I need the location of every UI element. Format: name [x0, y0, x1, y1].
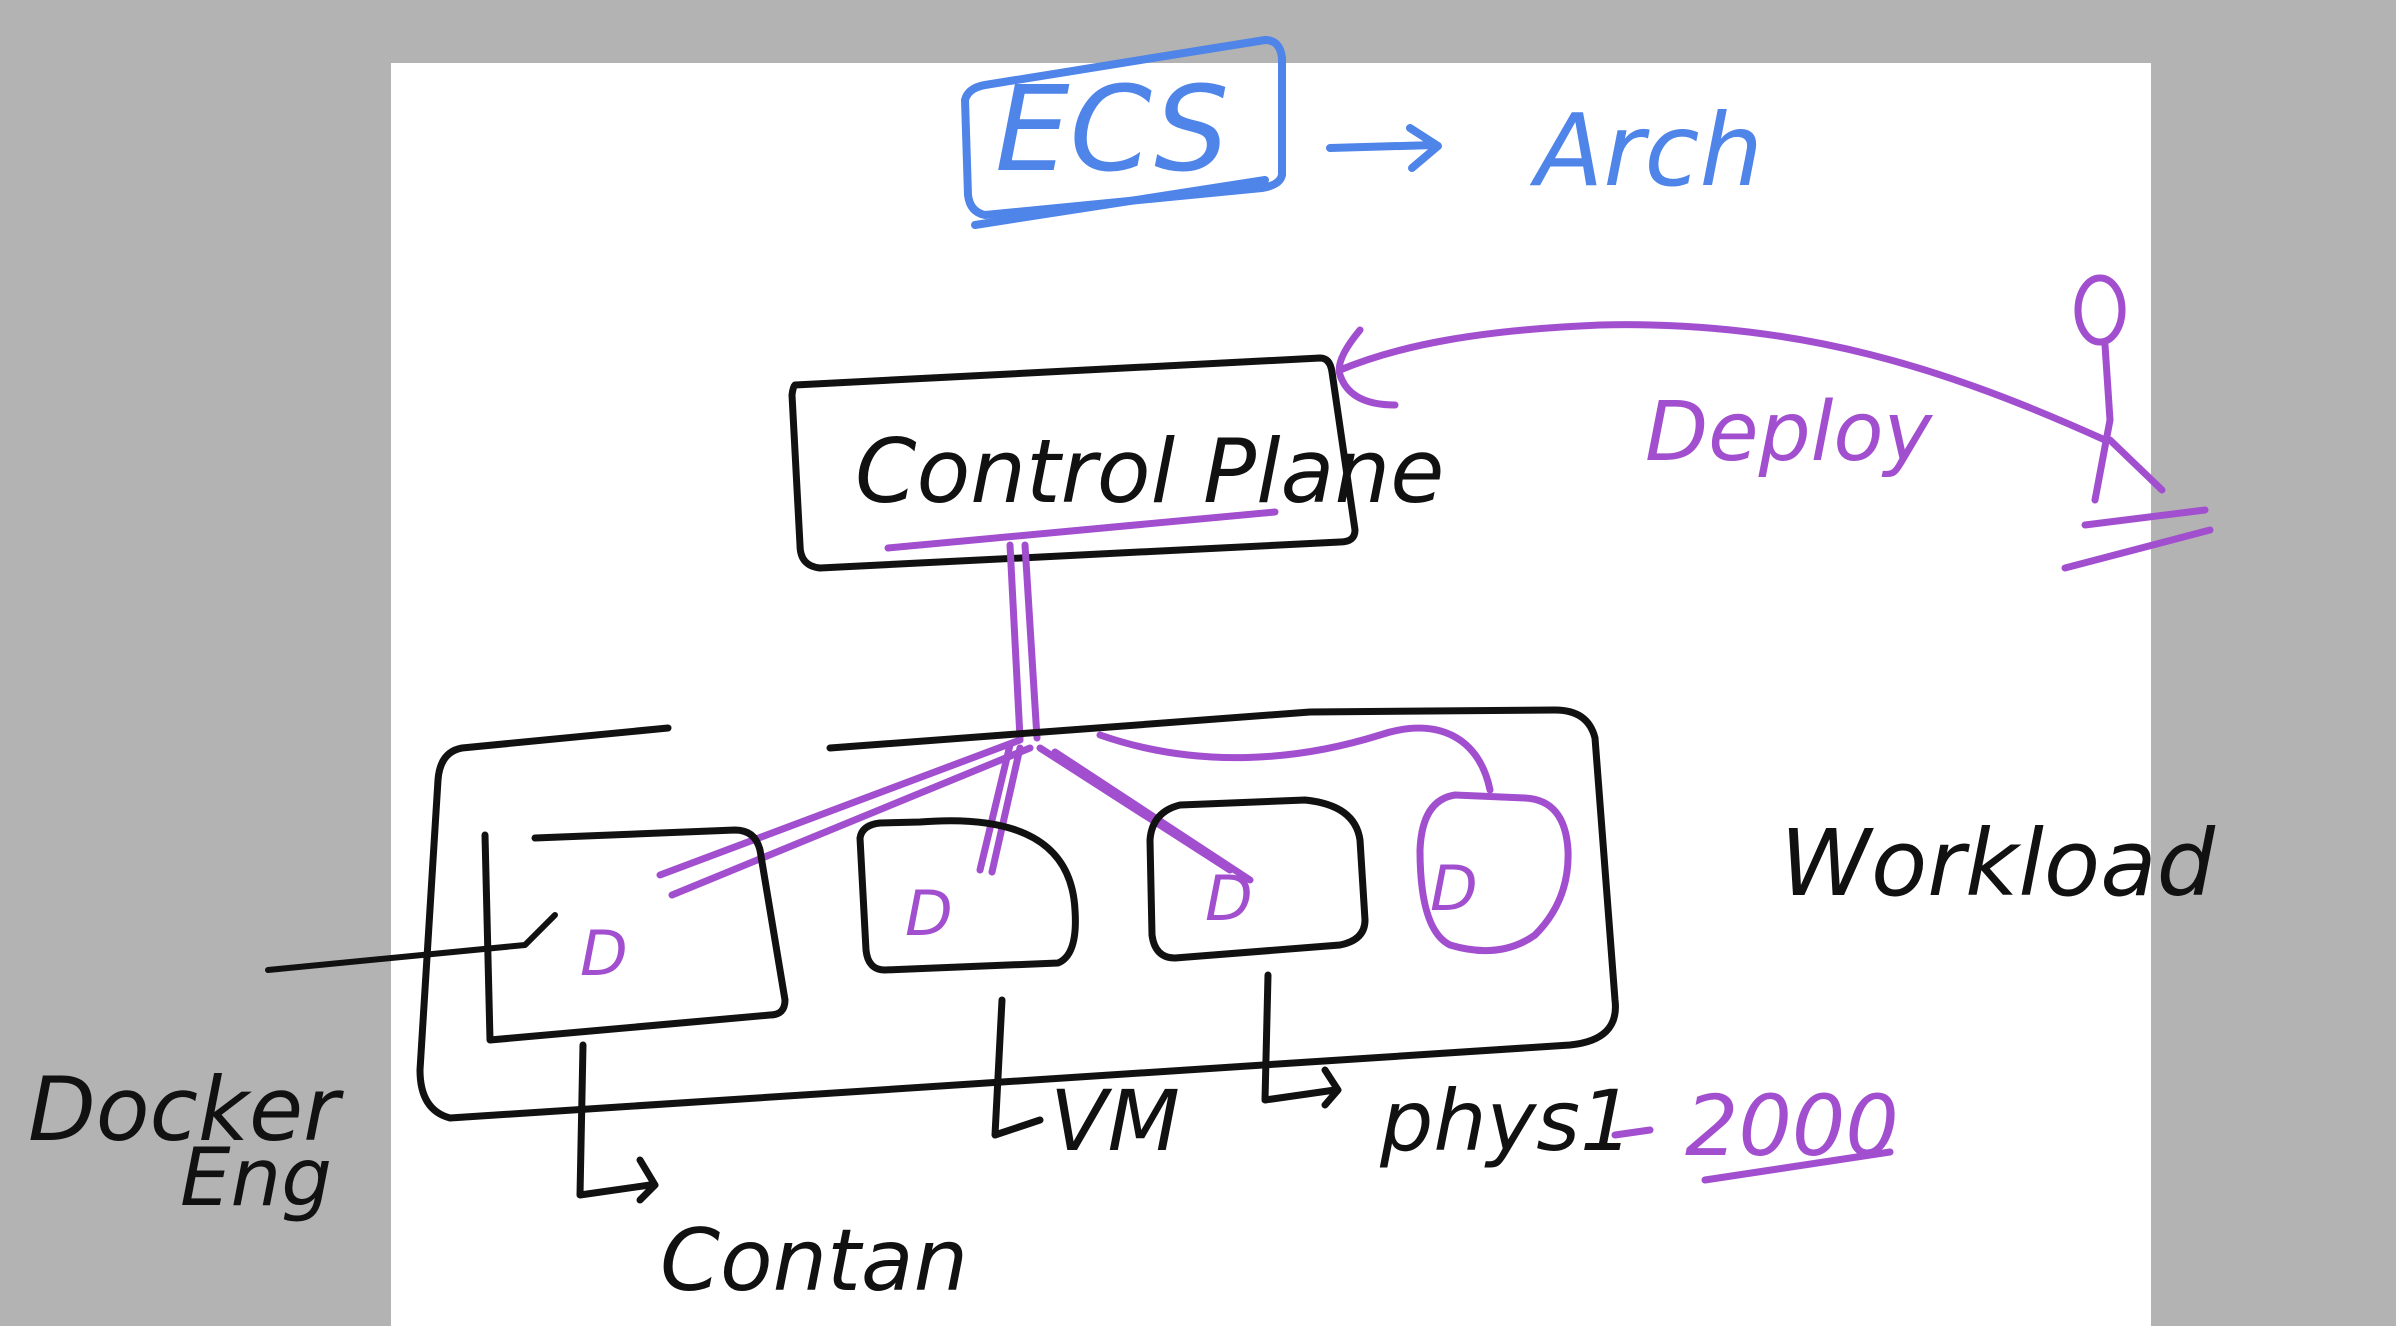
- container-label: Contan: [660, 1211, 968, 1311]
- node-2-marker: D: [905, 877, 953, 950]
- ecs-box: [961, 36, 1286, 219]
- container-bracket: [576, 1041, 659, 1204]
- node-1-marker: D: [580, 917, 628, 990]
- docker-engine-label-line2: Eng: [180, 1131, 332, 1224]
- cluster-group: D D D D Workload: [265, 706, 2216, 1122]
- node-2-box: [856, 817, 1079, 974]
- node-3-marker: D: [1205, 862, 1253, 935]
- node-1-docker-link: [265, 912, 558, 973]
- ecs-label: ECS: [995, 60, 1229, 198]
- vm-bracket: [991, 996, 1044, 1139]
- workload-label: Workload: [1780, 810, 2216, 917]
- count-label: 2000: [1685, 1077, 1899, 1175]
- cluster-outline: [416, 706, 1619, 1122]
- control-plane-box: [788, 354, 1359, 572]
- arrow-to-arch: [1326, 124, 1442, 172]
- deploy-label: Deploy: [1645, 385, 1934, 480]
- node-3-box: [1146, 796, 1369, 962]
- node-4-marker: D: [1430, 852, 1478, 925]
- ecs-title-group: ECS Arch: [961, 36, 1763, 229]
- count-underline: [1701, 1148, 1894, 1184]
- arch-label: Arch: [1529, 92, 1763, 209]
- deploy-group: Deploy: [1335, 274, 2214, 572]
- whiteboard-page: [391, 63, 2151, 1326]
- control-plane-connectors: [656, 541, 1494, 899]
- physical-label: phys1: [1379, 1072, 1633, 1170]
- ecs-box-underline: [971, 176, 1269, 229]
- control-plane-underline: [884, 508, 1279, 552]
- annotations-group: Docker Eng Contan VM phys1 2000: [28, 971, 1899, 1311]
- stick-figure-icon: [2061, 274, 2214, 572]
- node-4-box: [1416, 791, 1572, 955]
- node-1-box: [481, 826, 789, 1044]
- control-plane-label: Control Plane: [855, 420, 1444, 523]
- count-dash: [1611, 1126, 1654, 1139]
- physical-bracket: [1261, 971, 1342, 1109]
- control-plane-group: Control Plane: [788, 354, 1444, 572]
- docker-engine-label-line1: Docker: [28, 1058, 344, 1161]
- vm-label: VM: [1050, 1072, 1180, 1170]
- deploy-arrow: [1335, 321, 2109, 444]
